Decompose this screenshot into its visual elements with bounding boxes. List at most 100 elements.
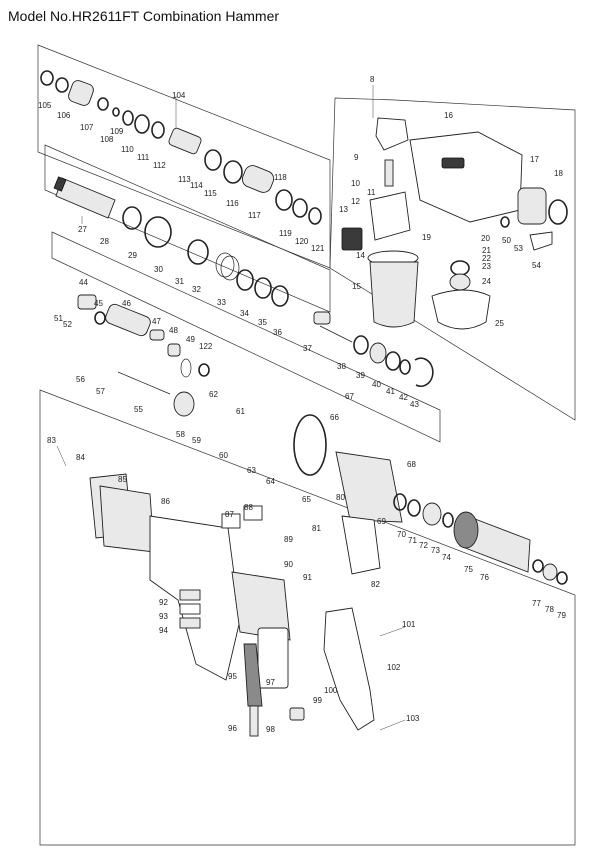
part-13 <box>341 227 363 251</box>
callout-64: 64 <box>266 477 275 486</box>
part-108 <box>97 97 109 111</box>
gear-assembly <box>77 294 434 417</box>
callout-18: 18 <box>554 169 563 178</box>
callout-98: 98 <box>266 725 275 734</box>
callout-86: 86 <box>161 497 170 506</box>
part-24 <box>449 273 471 291</box>
callout-70: 70 <box>397 530 406 539</box>
part-55-shaft <box>117 371 171 395</box>
callout-82: 82 <box>371 580 380 589</box>
housing-logo <box>441 157 465 169</box>
callout-107: 107 <box>80 123 94 132</box>
callout-49: 49 <box>186 335 195 344</box>
callout-73: 73 <box>431 546 440 555</box>
callout-38: 38 <box>337 362 346 371</box>
part-25 <box>431 289 491 330</box>
callout-15: 15 <box>352 282 361 291</box>
part-71 <box>407 499 421 517</box>
callout-62: 62 <box>209 390 218 399</box>
callout-56: 56 <box>76 375 85 384</box>
group-frame-gear <box>51 231 441 443</box>
leader-83 <box>56 445 67 467</box>
callout-106: 106 <box>57 111 71 120</box>
callout-41: 41 <box>386 387 395 396</box>
part-93 <box>179 603 201 615</box>
callout-108: 108 <box>100 135 114 144</box>
main-body-assembly <box>89 414 568 737</box>
callout-85: 85 <box>118 475 127 484</box>
callout-89: 89 <box>284 535 293 544</box>
part-33-spring <box>215 252 235 278</box>
callout-121: 121 <box>311 244 325 253</box>
callout-34: 34 <box>240 309 249 318</box>
part-77 <box>532 559 544 573</box>
callout-71: 71 <box>408 536 417 545</box>
callout-65: 65 <box>302 495 311 504</box>
callout-87: 87 <box>225 510 234 519</box>
callout-21: 21 <box>482 246 491 255</box>
part-11-12 <box>369 191 411 241</box>
callout-9: 9 <box>354 153 359 162</box>
callout-61: 61 <box>236 407 245 416</box>
part-28-tip <box>53 176 67 192</box>
part-28-barrel <box>55 177 116 219</box>
leader-101 <box>379 626 406 637</box>
callout-29: 29 <box>128 251 137 260</box>
callout-90: 90 <box>284 560 293 569</box>
callout-54: 54 <box>532 261 541 270</box>
callout-40: 40 <box>372 380 381 389</box>
group-frame-housing <box>329 97 576 421</box>
callout-88: 88 <box>244 503 253 512</box>
part-41 <box>385 351 401 371</box>
part-95 <box>243 643 263 707</box>
part-35 <box>254 277 272 299</box>
part-122 <box>198 363 210 377</box>
callout-93: 93 <box>159 612 168 621</box>
part-74 <box>442 512 454 528</box>
callout-102: 102 <box>387 663 401 672</box>
callout-11: 11 <box>367 188 376 197</box>
callout-72: 72 <box>419 541 428 550</box>
callout-31: 31 <box>175 277 184 286</box>
part-58 <box>173 391 195 417</box>
part-44 <box>77 294 97 310</box>
callout-44: 44 <box>79 278 88 287</box>
group-frame-main <box>39 389 576 846</box>
part-87 <box>221 513 241 529</box>
callout-39: 39 <box>356 371 365 380</box>
part-92 <box>179 589 201 601</box>
callout-22: 22 <box>482 254 491 263</box>
part-110 <box>122 110 134 126</box>
part-85-stator <box>99 485 155 553</box>
callout-112: 112 <box>153 161 166 170</box>
callout-103: 103 <box>406 714 420 723</box>
part-73 <box>422 502 442 526</box>
part-106 <box>55 77 69 93</box>
part-94 <box>179 617 201 629</box>
callout-50: 50 <box>502 236 511 245</box>
part-38-shaft <box>319 325 353 343</box>
part-97-switch <box>257 627 289 689</box>
part-65-oring <box>293 414 327 476</box>
callout-115: 115 <box>204 189 217 198</box>
part-23 <box>450 260 470 276</box>
part-105 <box>40 70 54 86</box>
callout-83: 83 <box>47 436 56 445</box>
barrel-assembly <box>53 176 289 307</box>
callout-12: 12 <box>351 197 360 206</box>
part-37 <box>313 311 331 325</box>
callout-46: 46 <box>122 299 131 308</box>
callout-16: 16 <box>444 111 453 120</box>
callout-69: 69 <box>377 517 386 526</box>
part-32 <box>187 239 209 265</box>
leader-lines <box>56 85 406 731</box>
part-9 <box>375 117 409 151</box>
callout-58: 58 <box>176 430 185 439</box>
part-109 <box>112 107 120 117</box>
part-107 <box>68 80 94 106</box>
part-119 <box>275 189 293 211</box>
callout-77: 77 <box>532 599 541 608</box>
callout-28: 28 <box>100 237 109 246</box>
part-48 <box>167 343 181 357</box>
